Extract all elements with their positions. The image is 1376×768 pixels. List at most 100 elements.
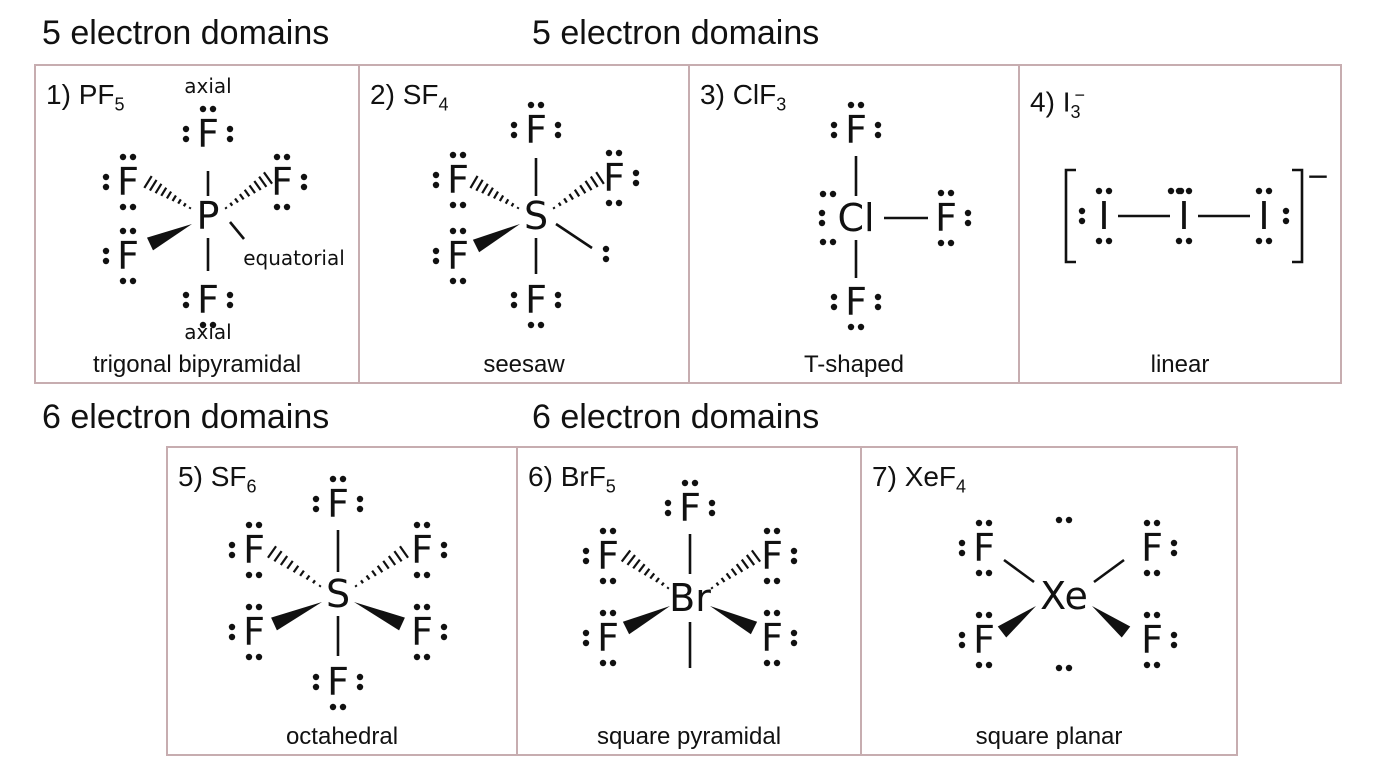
- lone-pair-dot: [255, 571, 263, 579]
- lone-pair-dot: [691, 479, 699, 487]
- bond-hash: [579, 184, 587, 194]
- lone-pair-dot: [209, 321, 217, 329]
- bond-hash: [234, 197, 239, 204]
- lone-pair-dot: [119, 203, 127, 211]
- lone-pair-dot: [773, 659, 781, 667]
- lone-pair-dot: [119, 277, 127, 285]
- lone-pair-dot: [449, 151, 457, 159]
- lone-pair-dot: [423, 653, 431, 661]
- bond-hash: [182, 202, 187, 207]
- ligand-atom: F: [197, 278, 219, 322]
- lone-pair-dot: [1265, 237, 1273, 245]
- ligand-atom: F: [597, 534, 619, 578]
- lone-pair-dot: [283, 153, 291, 161]
- bond-hash: [371, 569, 377, 577]
- bond-hash: [655, 577, 660, 583]
- ligand-atom: F: [271, 160, 293, 204]
- lone-pair-dot: [790, 639, 798, 647]
- lone-pair-dot: [874, 293, 882, 301]
- ligand-atom: F: [243, 528, 265, 572]
- lone-pair-dot: [1095, 237, 1103, 245]
- lone-pair-dot: [664, 509, 672, 517]
- lone-pair-dot: [102, 257, 110, 265]
- lone-pair-dot: [102, 247, 110, 255]
- lone-pair-dot: [182, 135, 190, 143]
- shape-label: trigonal bipyramidal: [92, 351, 302, 378]
- lone-pair-dot: [1143, 661, 1151, 669]
- lone-pair-dot: [312, 495, 320, 503]
- bond-hash: [589, 175, 599, 188]
- bracket-left: [1064, 168, 1076, 264]
- lone-pair-dot: [245, 603, 253, 611]
- bond-line: [228, 221, 246, 240]
- central-atom: Cl: [837, 196, 874, 240]
- bond-hash: [584, 180, 593, 191]
- lone-pair-dot: [459, 201, 467, 209]
- lone-pair-dot: [1282, 207, 1290, 215]
- lone-pair-dot: [459, 227, 467, 235]
- bond-hash: [510, 202, 515, 207]
- central-atom: S: [326, 572, 350, 616]
- lone-pair-dot: [1105, 237, 1113, 245]
- lone-pair-dot: [102, 173, 110, 181]
- bond-hash: [258, 176, 268, 188]
- lone-pair-dot: [527, 321, 535, 329]
- lone-pair-dot: [1175, 237, 1183, 245]
- lone-pair-dot: [459, 151, 467, 159]
- lone-pair-dot: [874, 121, 882, 129]
- lone-pair-dot: [985, 611, 993, 619]
- bond-hash: [149, 179, 158, 192]
- central-atom: Xe: [1040, 574, 1088, 618]
- lone-pair-dot: [413, 571, 421, 579]
- lone-pair-dot: [356, 495, 364, 503]
- lone-pair-dot: [763, 527, 771, 535]
- lone-pair-dot: [632, 169, 640, 177]
- lone-pair-dot: [1170, 549, 1178, 557]
- bond-wedge: [146, 224, 192, 251]
- lone-pair-dot: [790, 629, 798, 637]
- heading-6-domains-left: 6 electron domains: [42, 398, 330, 436]
- lone-pair-dot: [615, 149, 623, 157]
- lone-pair-dot: [228, 623, 236, 631]
- bond-line: [1003, 558, 1035, 584]
- ligand-atom: F: [679, 486, 701, 530]
- bond-hash: [154, 183, 163, 194]
- bond-hash: [399, 545, 409, 559]
- lone-pair-dot: [554, 121, 562, 129]
- bond-hash: [481, 183, 489, 194]
- lone-pair-dot: [830, 293, 838, 301]
- lone-pair-dot: [609, 659, 617, 667]
- bond-hash: [382, 560, 390, 570]
- lone-pair-dot: [664, 499, 672, 507]
- bond-hash: [740, 558, 750, 570]
- lone-pair-dot: [857, 323, 865, 331]
- lone-pair-dot: [1095, 187, 1103, 195]
- bond-hash: [487, 187, 494, 197]
- shape-label: seesaw: [483, 351, 565, 378]
- lone-pair-dot: [1153, 661, 1161, 669]
- lone-pair-dot: [1153, 611, 1161, 619]
- lone-pair-dot: [554, 301, 562, 309]
- lone-pair-dot: [129, 153, 137, 161]
- lone-pair-dot: [818, 219, 826, 227]
- bond-hash: [248, 184, 256, 194]
- panel-title: 7) XeF4: [872, 461, 967, 497]
- lone-pair-dot: [958, 539, 966, 547]
- lone-pair-dot: [609, 609, 617, 617]
- lone-pair-dot: [1185, 187, 1193, 195]
- lone-pair-dot: [449, 277, 457, 285]
- lone-pair-dot: [432, 181, 440, 189]
- ligand-atom: F: [411, 528, 433, 572]
- lone-pair-dot: [423, 603, 431, 611]
- bond-hash: [243, 189, 251, 197]
- lone-pair-dot: [1265, 187, 1273, 195]
- bond-hash: [660, 581, 665, 587]
- panel-title: 6) BrF5: [528, 461, 616, 497]
- lone-pair-dot: [1143, 611, 1151, 619]
- lone-pair-dot: [119, 153, 127, 161]
- lone-pair-dot: [605, 199, 613, 207]
- lone-pair-dot: [830, 303, 838, 311]
- lone-pair-dot: [440, 623, 448, 631]
